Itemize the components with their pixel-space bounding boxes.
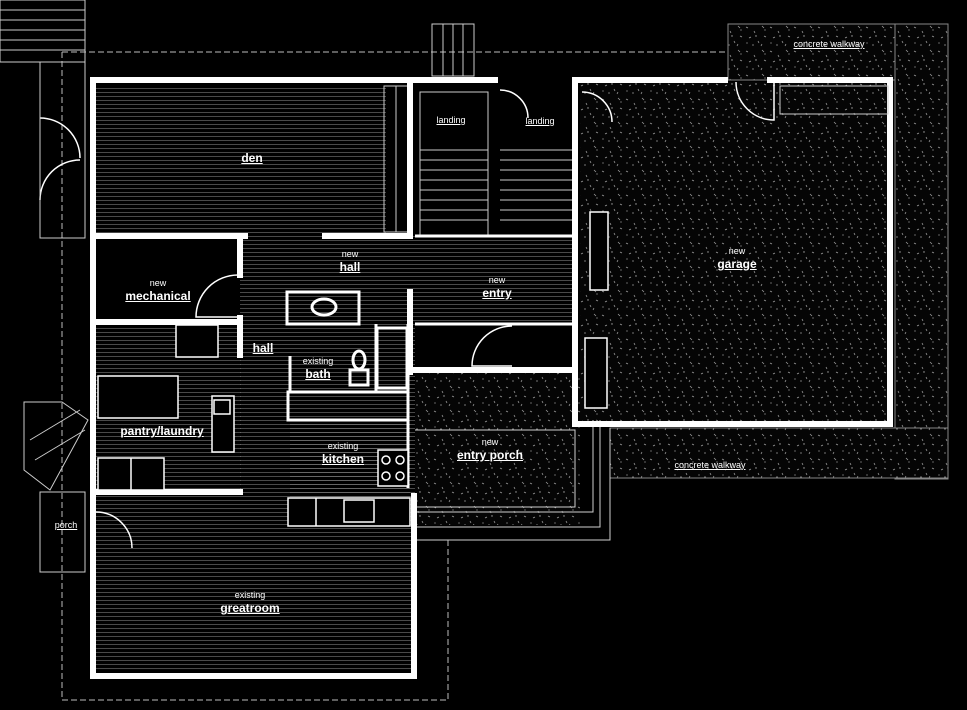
dashed-outline — [61, 51, 921, 701]
stairs — [383, 85, 575, 236]
room-label-pantry-laundry: pantry/laundry — [120, 424, 204, 438]
room-label-den: den — [241, 151, 263, 165]
room-label-mechanical: new mechanical — [125, 278, 191, 303]
label-porch: porch — [54, 520, 78, 530]
column-markers — [90, 77, 893, 427]
porch-step-lines — [415, 420, 611, 541]
label-concrete-walkway-bottom: concrete walkway — [674, 460, 746, 470]
entry-porch-steps — [415, 424, 580, 525]
room-label-bath: existing bath — [302, 356, 334, 381]
room-label-garage: new garage — [717, 246, 757, 271]
door-swings — [39, 81, 775, 549]
room-label-new-hall: new hall — [339, 249, 361, 274]
room-label-entry: new entry — [482, 275, 512, 300]
garage-slab — [580, 82, 890, 424]
walls — [90, 77, 893, 679]
room-label-greatroom: existing greatroom — [220, 590, 280, 615]
top-openings — [431, 23, 889, 115]
thin-walls — [285, 234, 575, 488]
label-concrete-walkway-top: concrete walkway — [793, 39, 865, 49]
wood-floors — [96, 86, 577, 670]
fixtures — [97, 211, 609, 527]
label-landing-1: landing — [436, 115, 466, 125]
room-label-entry-porch: new entry porch — [456, 437, 524, 462]
left-deck — [0, 0, 89, 573]
room-label-kitchen: existing kitchen — [321, 441, 365, 466]
concrete-walkway-top — [609, 23, 949, 480]
entry-porch-slab — [415, 372, 580, 424]
label-landing-2: landing — [525, 116, 555, 126]
room-label-hall: hall — [252, 341, 274, 355]
